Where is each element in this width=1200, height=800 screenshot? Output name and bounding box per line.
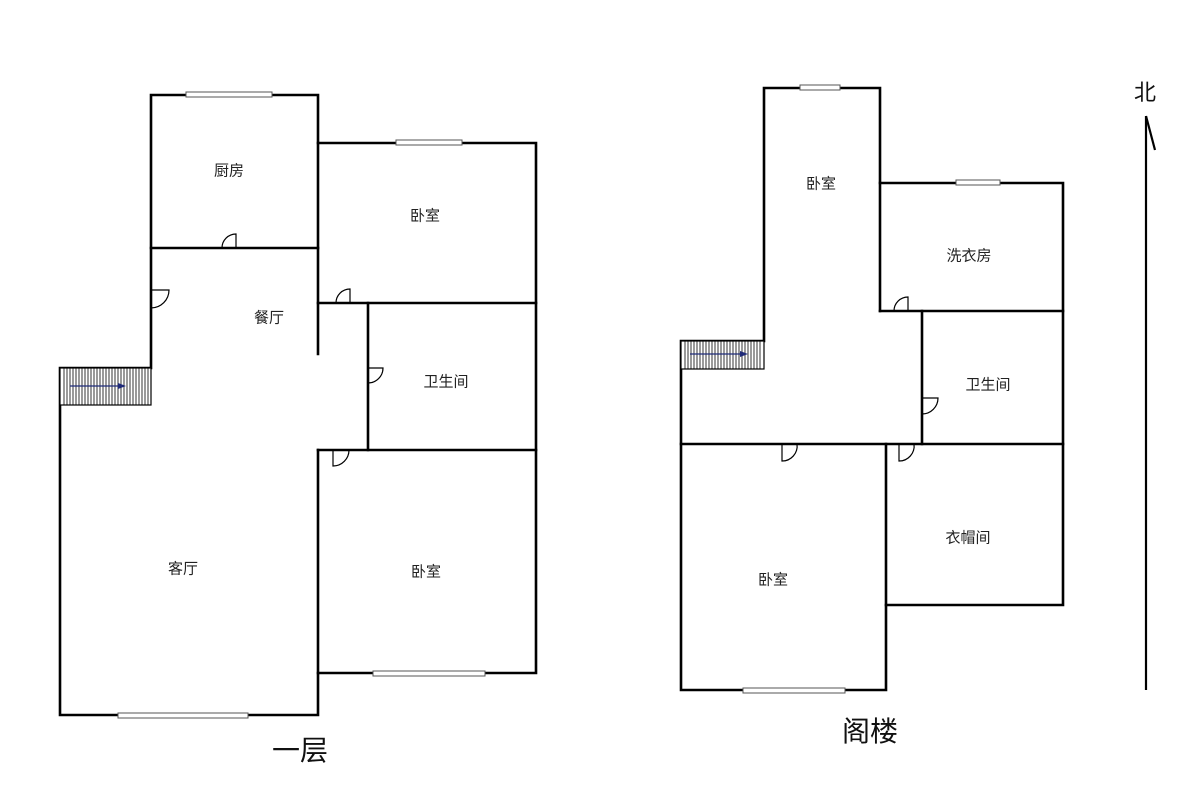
ground-floor-doors — [150, 233, 384, 467]
room-label-laundry: 洗衣房 — [946, 247, 991, 265]
floor-title-attic: 阁楼 — [842, 715, 898, 748]
room-label-bedroom: 卧室 — [410, 207, 440, 225]
attic-floor-plan: 卧室 洗衣房 卫生间 衣帽间 卧室 阁楼 — [679, 84, 1065, 748]
ground-floor-windows — [117, 91, 486, 719]
room-label-bedroom: 卧室 — [411, 563, 441, 581]
attic-windows — [742, 84, 1001, 694]
room-label-dining: 餐厅 — [254, 309, 284, 327]
room-label-bedroom: 卧室 — [806, 175, 836, 193]
north-arrow: 北 — [1134, 81, 1157, 690]
ground-floor-interior-walls — [149, 141, 538, 675]
attic-stair — [680, 340, 765, 370]
room-label-bathroom: 卫生间 — [965, 376, 1010, 394]
floor-title-ground: 一层 — [272, 734, 328, 767]
attic-interior-walls — [679, 181, 1065, 607]
room-label-living: 客厅 — [168, 560, 198, 578]
north-arrow-head — [1144, 115, 1157, 151]
room-label-kitchen: 厨房 — [214, 162, 244, 180]
ground-floor-stair — [59, 367, 152, 406]
room-label-bathroom: 卫生间 — [423, 373, 468, 391]
ground-floor-plan: 厨房 卧室 餐厅 卫生间 客厅 卧室 一层 — [58, 91, 538, 767]
room-label-bedroom: 卧室 — [758, 571, 788, 589]
north-label: 北 — [1134, 81, 1156, 106]
room-label-cloakroom: 衣帽间 — [945, 529, 990, 547]
attic-doors — [781, 296, 939, 462]
